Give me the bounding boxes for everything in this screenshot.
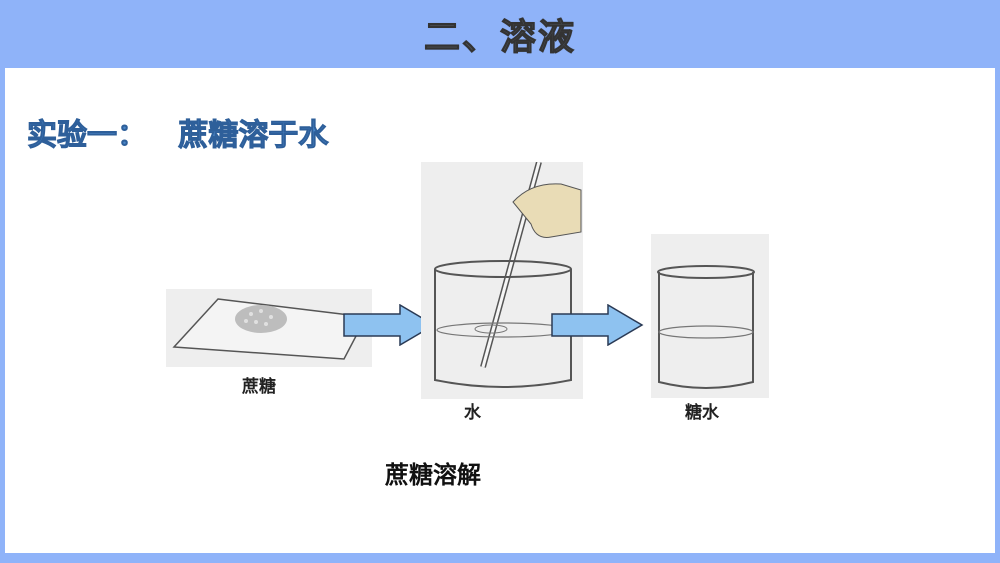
dissolution-caption: 蔗糖溶解 [385, 461, 481, 489]
sugar-label: 蔗糖 [242, 377, 276, 397]
beaker-with-stirring-rod-icon [434, 161, 582, 388]
water-label: 水 [464, 403, 481, 423]
arrow-right-icon [551, 304, 644, 346]
content-panel: 实验一： 蔗糖溶于水 蔗糖 水 [5, 68, 995, 553]
slide-header: 二、溶液 [0, 0, 1000, 68]
experiment-title: 实验一： 蔗糖溶于水 [26, 118, 329, 154]
beaker-icon [657, 265, 755, 389]
water-beaker-figure [421, 161, 583, 399]
sugar-figure [166, 289, 372, 367]
sugar-water-label: 糖水 [685, 403, 719, 423]
sugar-water-figure [651, 234, 769, 398]
sugar-on-paper-icon [172, 298, 368, 360]
slide-title: 二、溶液 [423, 17, 576, 59]
arrow-right-icon [343, 304, 436, 346]
